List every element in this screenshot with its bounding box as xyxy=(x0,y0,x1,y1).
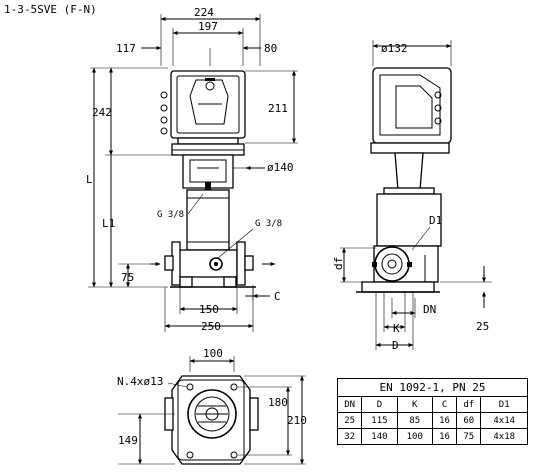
table-header: D1 xyxy=(480,396,528,413)
table-title: EN 1092-1, PN 25 xyxy=(337,378,528,397)
table-cell: 32 xyxy=(336,428,363,445)
table-cell: 85 xyxy=(396,412,433,429)
dim-197: 197 xyxy=(198,20,218,33)
table-cell: 60 xyxy=(456,412,482,429)
dim-117: 117 xyxy=(116,42,136,55)
dim-D: D xyxy=(392,339,399,352)
dim-d132: ø132 xyxy=(381,42,408,55)
dim-25: 25 xyxy=(476,320,489,333)
table-cell: 4x18 xyxy=(480,428,528,445)
drawing-title: 1-3-5SVE (F-N) xyxy=(4,3,97,16)
label-g38-upper: G 3/8 xyxy=(157,210,184,220)
front-view: 224 197 117 80 L 242 L1 211 ø140 xyxy=(86,6,298,333)
dim-211: 211 xyxy=(268,102,288,115)
table-cell: 75 xyxy=(456,428,482,445)
dim-180: 180 xyxy=(268,396,288,409)
table-cell: 25 xyxy=(336,412,363,429)
table-header: K xyxy=(396,396,433,413)
table-header: df xyxy=(456,396,482,413)
table-cell: 16 xyxy=(431,428,458,445)
label-D1: D1 xyxy=(429,214,442,227)
dim-df: df xyxy=(332,257,345,270)
table-cell: 16 xyxy=(431,412,458,429)
dim-DN: DN xyxy=(423,303,436,316)
table-header: C xyxy=(431,396,458,413)
dim-K: K xyxy=(393,322,400,335)
table-cell: 140 xyxy=(361,428,398,445)
dim-149: 149 xyxy=(118,434,138,447)
dim-210: 210 xyxy=(287,414,307,427)
dim-224: 224 xyxy=(194,6,214,19)
dim-d140: ø140 xyxy=(267,161,294,174)
table-row: 25 115 85 16 60 4x14 xyxy=(336,412,528,429)
flange-table: EN 1092-1, PN 25 DN D K C df D1 25 115 8… xyxy=(336,378,528,445)
table-cell: 4x14 xyxy=(480,412,528,429)
dim-L1: L1 xyxy=(102,217,115,230)
dim-L: L xyxy=(86,173,93,186)
label-g38-lower: G 3/8 xyxy=(255,219,282,229)
dim-250: 250 xyxy=(201,320,221,333)
dim-242: 242 xyxy=(92,106,112,119)
dim-100: 100 xyxy=(203,347,223,360)
dim-80: 80 xyxy=(264,42,277,55)
side-view: ø132 D1 df K D DN 25 xyxy=(332,40,492,352)
table-row: 32 140 100 16 75 4x18 xyxy=(336,428,528,445)
table-cell: 100 xyxy=(396,428,433,445)
table-header-row: DN D K C df D1 xyxy=(336,396,528,413)
table-header: D xyxy=(361,396,398,413)
table-header: DN xyxy=(336,396,363,413)
dim-C: C xyxy=(274,290,281,303)
base-view: 100 N.4xø13 180 210 149 xyxy=(117,347,307,465)
label-holes: N.4xø13 xyxy=(117,375,163,388)
dim-150: 150 xyxy=(199,303,219,316)
table-cell: 115 xyxy=(361,412,398,429)
dim-75: 75 xyxy=(121,271,134,284)
